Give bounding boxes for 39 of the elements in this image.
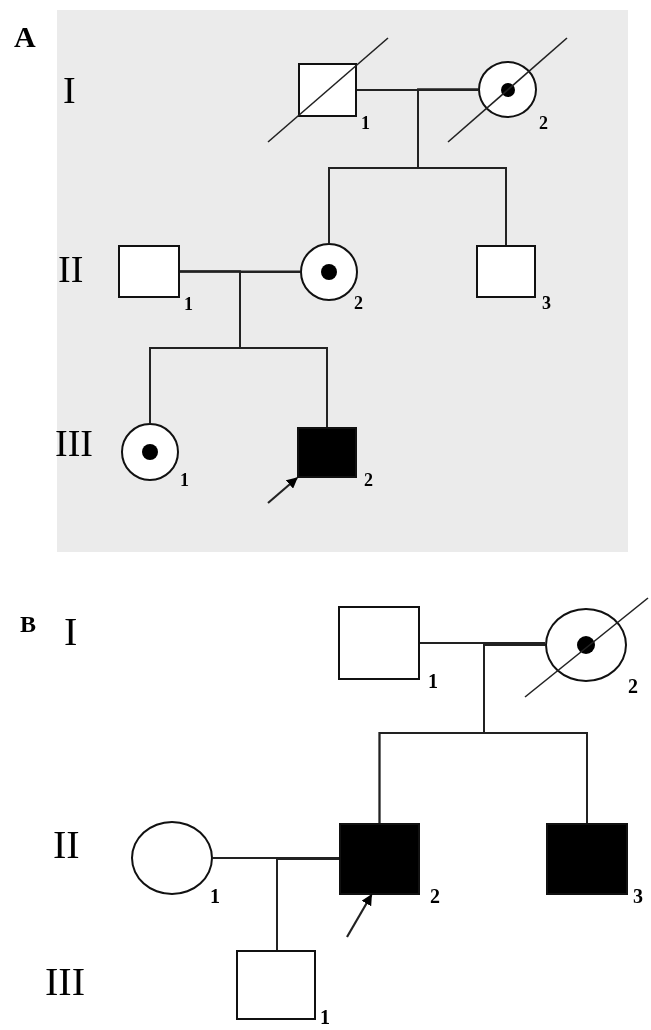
individual-number: 1: [210, 886, 220, 906]
individual-number: 3: [542, 294, 551, 312]
pedigree-line: [239, 271, 328, 428]
carrier-female-circle: [478, 61, 537, 118]
carrier-female-circle: [121, 423, 179, 481]
generation-label: II: [53, 825, 80, 865]
panel-letter: A: [14, 22, 36, 52]
pedigree-line: [417, 88, 507, 246]
carrier-female-circle: [545, 608, 627, 682]
individual-number: 2: [430, 886, 440, 906]
generation-label: III: [55, 424, 93, 462]
male-square: [298, 63, 357, 117]
male-square: [236, 950, 316, 1020]
individual-number: 1: [428, 671, 438, 691]
affected-male-square: [297, 427, 357, 478]
male-square: [338, 606, 420, 680]
panel-background: [57, 10, 628, 552]
proband-arrow: [267, 477, 298, 504]
individual-number: 1: [180, 471, 189, 489]
affected-male-square: [339, 823, 420, 895]
proband-arrow: [346, 894, 373, 938]
individual-number: 2: [539, 114, 548, 132]
individual-number: 2: [628, 676, 638, 696]
panel-letter: B: [20, 612, 36, 636]
generation-label: I: [64, 612, 78, 652]
male-square: [118, 245, 180, 298]
generation-label: I: [63, 71, 76, 109]
individual-number: 2: [364, 471, 373, 489]
male-square: [476, 245, 536, 298]
generation-label: III: [45, 962, 85, 1002]
pedigree-line: [483, 644, 588, 824]
individual-number: 3: [633, 886, 643, 906]
affected-male-square: [546, 823, 628, 895]
pedigree-line: [276, 858, 340, 951]
individual-number: 1: [184, 295, 193, 313]
individual-number: 2: [354, 294, 363, 312]
generation-label: II: [58, 250, 84, 288]
individual-number: 1: [320, 1007, 330, 1027]
individual-number: 1: [361, 114, 370, 132]
